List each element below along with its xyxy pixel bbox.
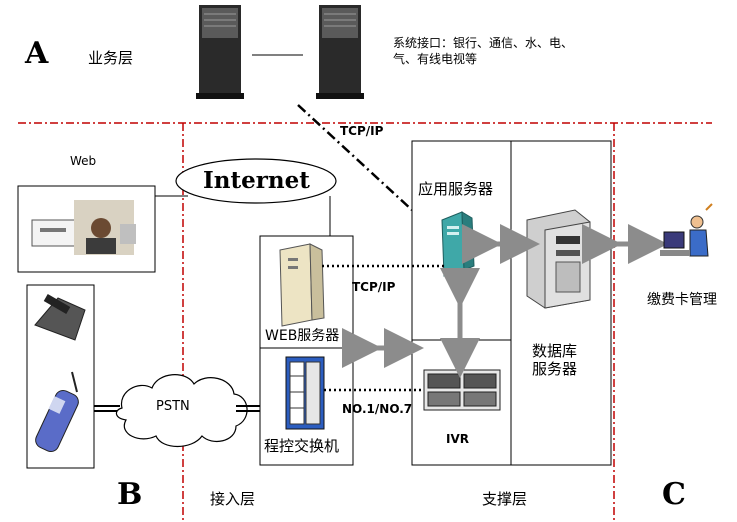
ivr-label: IVR — [446, 432, 469, 446]
web-page-icon — [31, 200, 136, 255]
web-label: Web — [70, 154, 97, 168]
tcpip-label-top: TCP/IP — [340, 124, 384, 138]
db-server-label-line2: 服务器 — [532, 360, 578, 378]
access-layer-label: 接入层 — [210, 490, 256, 508]
mobile-phone-icon — [35, 371, 79, 453]
section-label-a: A — [25, 36, 49, 71]
pstn-label: PSTN — [156, 399, 190, 414]
server-tower-icon — [196, 5, 244, 99]
switch-label: 程控交换机 — [264, 437, 340, 455]
server-icon — [441, 211, 475, 277]
fax-machine-icon — [34, 294, 86, 341]
db-server-label-line1: 数据库 — [532, 342, 578, 360]
internet-cloud — [175, 158, 337, 204]
user-at-terminal-icon — [660, 203, 713, 257]
business-layer-label: 业务层 — [88, 49, 134, 67]
section-label-b: B — [117, 477, 143, 512]
server-tower-icon — [316, 5, 364, 99]
web-server-label: WEB服务器 — [265, 328, 340, 344]
system-interface-label-line1: 系统接口：银行、通信、水、电、 — [393, 36, 574, 50]
system-interface-label-line2: 气、有线电视等 — [393, 52, 478, 66]
tcpip-label-mid: TCP/IP — [352, 280, 396, 294]
support-layer-label: 支撑层 — [482, 490, 528, 508]
internet-label: Internet — [203, 167, 310, 194]
section-label-c: C — [662, 477, 686, 512]
ivr-rack-icon — [423, 369, 501, 411]
telephone-switch-icon — [285, 356, 325, 430]
card-management-label: 缴费卡管理 — [647, 292, 717, 308]
app-server-label: 应用服务器 — [418, 180, 494, 198]
tcpip-link-line — [297, 104, 413, 211]
pstn-cloud — [115, 374, 248, 448]
web-server-icon — [279, 243, 325, 327]
database-server-icon — [526, 209, 591, 309]
signaling-label: NO.1/NO.7 — [342, 402, 413, 416]
